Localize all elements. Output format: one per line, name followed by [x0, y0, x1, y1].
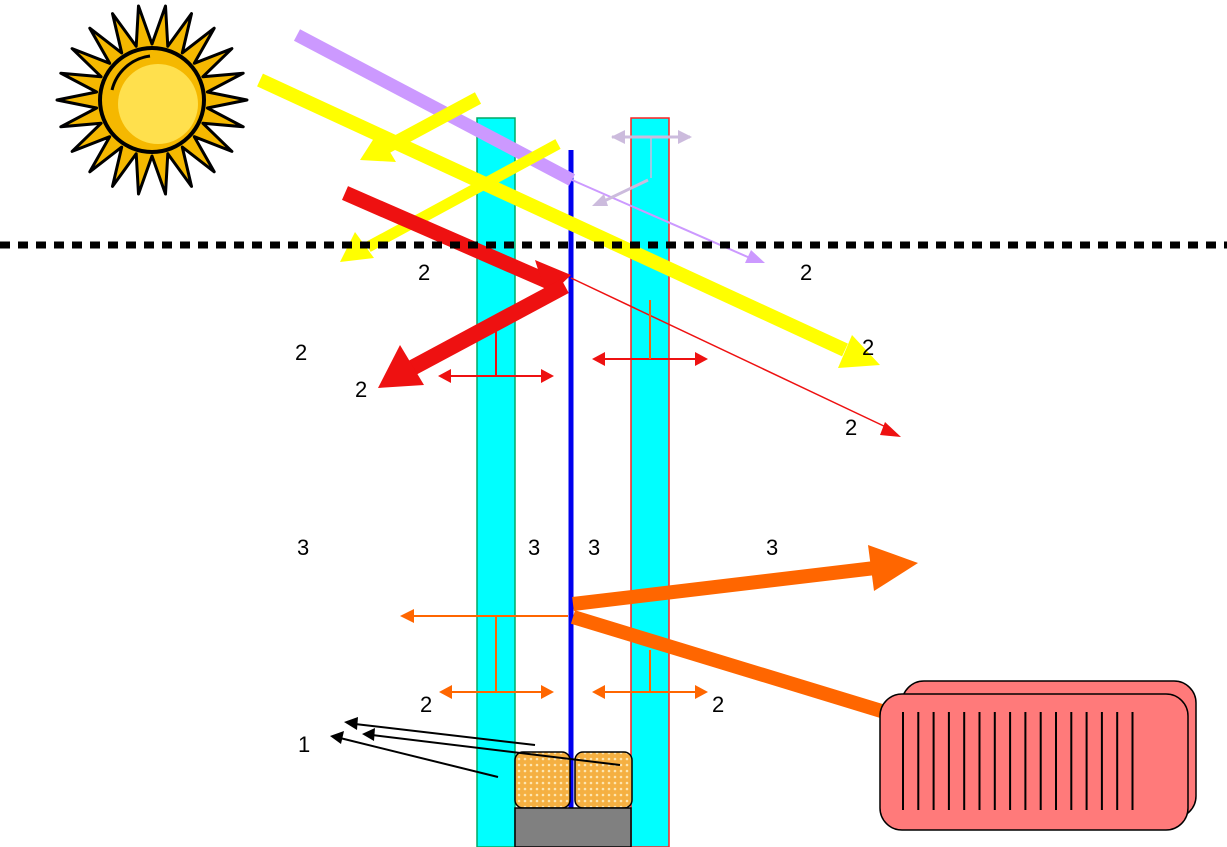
outer-glass-pane [476, 117, 516, 847]
sun-icon [55, 4, 249, 196]
label-edge-loss: 1 [298, 732, 310, 757]
frame-base [514, 807, 632, 847]
spacer-left [514, 751, 571, 809]
label-ir-transmitted: 2 [845, 415, 857, 440]
label-heat-outer-left: 3 [297, 535, 309, 560]
label-ir-outer-left: 2 [295, 340, 307, 365]
glazing-unit [476, 117, 670, 847]
label-conv-right: 2 [712, 692, 724, 717]
label-ir-reflected: 2 [355, 377, 367, 402]
label-heat-gap-right: 3 [588, 535, 600, 560]
label-heat-inner: 3 [766, 535, 778, 560]
label-conv-left: 2 [420, 692, 432, 717]
label-heat-gap-left: 3 [528, 535, 540, 560]
label-visible-out: 2 [862, 335, 874, 360]
radiator-icon [879, 680, 1197, 831]
inner-glass-pane [630, 117, 670, 847]
heat-ray [400, 545, 918, 720]
infrared-ray [342, 186, 901, 437]
visible-light-ray [257, 73, 880, 368]
edge-loss-arrows [330, 717, 621, 778]
label-ir-in-top: 2 [418, 260, 430, 285]
label-uv-out: 2 [800, 260, 812, 285]
